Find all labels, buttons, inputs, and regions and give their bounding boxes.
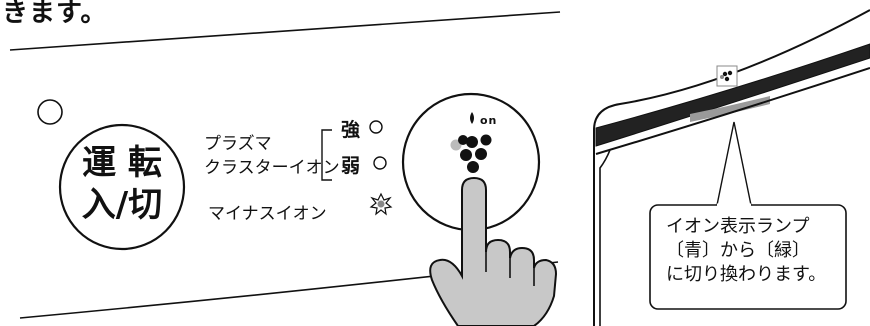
callout-line3: に切り換わります。 — [666, 264, 827, 285]
run-button-label-line2: 入/切 — [81, 185, 163, 225]
run-button-ring — [58, 123, 186, 251]
callout-pointer — [715, 121, 753, 211]
level-weak-label: 弱 — [341, 155, 361, 177]
lamp-band — [595, 43, 870, 147]
callout-line2: 〔青〕から〔緑〕 — [666, 240, 810, 261]
ion-mark-icon — [716, 65, 738, 87]
ion-indicator-lamp — [690, 96, 770, 122]
level-bracket — [321, 129, 332, 181]
run-button-label-line1: 運 転 — [82, 143, 162, 183]
on-label: on — [480, 114, 498, 127]
run-button[interactable]: 運 転 入/切 — [62, 142, 182, 226]
unit-front-illustration — [593, 9, 870, 326]
plasma-label-line1: プラズマ — [204, 134, 272, 154]
ion-cluster-icon — [450, 112, 492, 173]
weak-lamp — [373, 156, 387, 170]
plasma-cluster-ion-label: プラズマ クラスターイオン — [204, 132, 340, 180]
power-indicator-lamp — [37, 99, 63, 125]
minus-ion-label: マイナスイオン — [208, 204, 327, 224]
plasma-label-line2: クラスターイオン — [204, 158, 340, 178]
unit-inner-edge — [595, 67, 870, 155]
unit-outer-edge — [593, 9, 870, 326]
level-strong-label: 強 — [341, 119, 361, 141]
control-panel-illustration — [9, 11, 561, 326]
callout-line1: イオン表示ランプ — [666, 216, 810, 237]
panel-top-edge — [9, 11, 561, 51]
strong-lamp — [369, 120, 383, 134]
callout-text: イオン表示ランプ 〔青〕から〔緑〕 に切り換わります。 — [666, 215, 826, 287]
minus-ion-lamp-icon — [369, 192, 393, 216]
pressing-hand-icon — [429, 176, 558, 326]
cropped-heading-fragment: きます。 — [2, 0, 108, 28]
